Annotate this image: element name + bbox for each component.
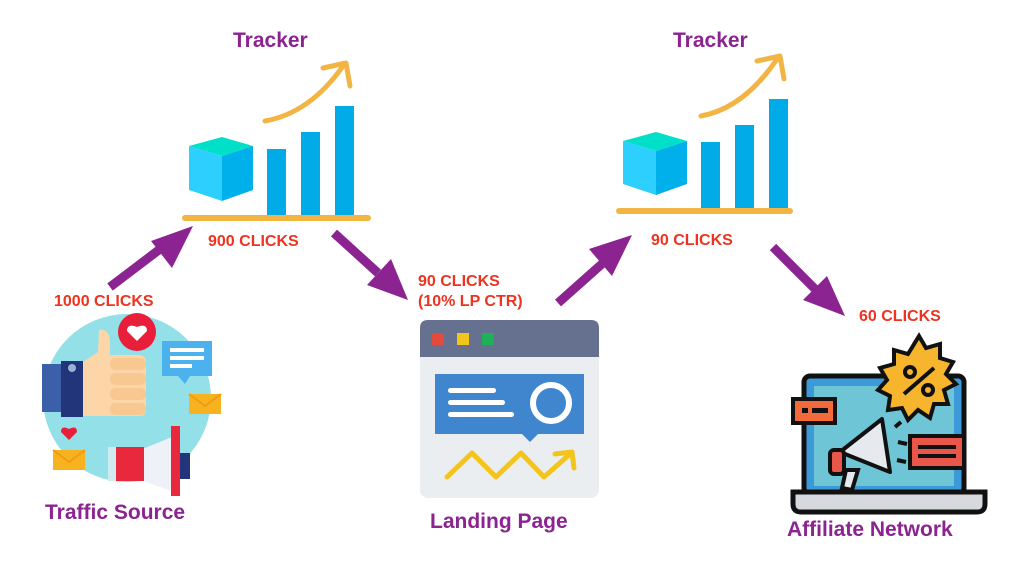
bar-chart-growth-icon xyxy=(182,60,371,221)
tracker-2-clicks: 90 CLICKS xyxy=(651,232,733,249)
laptop-megaphone-discount-icon xyxy=(790,332,988,515)
traffic-source-title: Traffic Source xyxy=(45,501,186,524)
tracker-2-title: Tracker xyxy=(673,29,748,52)
traffic-source-clicks: 1000 CLICKS xyxy=(54,293,154,310)
landing-page-clicks-line2: (10% LP CTR) xyxy=(418,293,523,310)
tracker-1-clicks: 900 CLICKS xyxy=(208,233,299,250)
landing-page-title: Landing Page xyxy=(430,510,568,533)
affiliate-network-title: Affiliate Network xyxy=(787,518,953,541)
browser-window-icon xyxy=(420,320,599,498)
tracker-1-title: Tracker xyxy=(233,29,308,52)
affiliate-network-clicks: 60 CLICKS xyxy=(859,308,941,325)
landing-page-clicks-line1: 90 CLICKS xyxy=(418,273,500,290)
social-marketing-icon xyxy=(42,313,222,496)
bar-chart-growth-icon xyxy=(616,53,793,214)
